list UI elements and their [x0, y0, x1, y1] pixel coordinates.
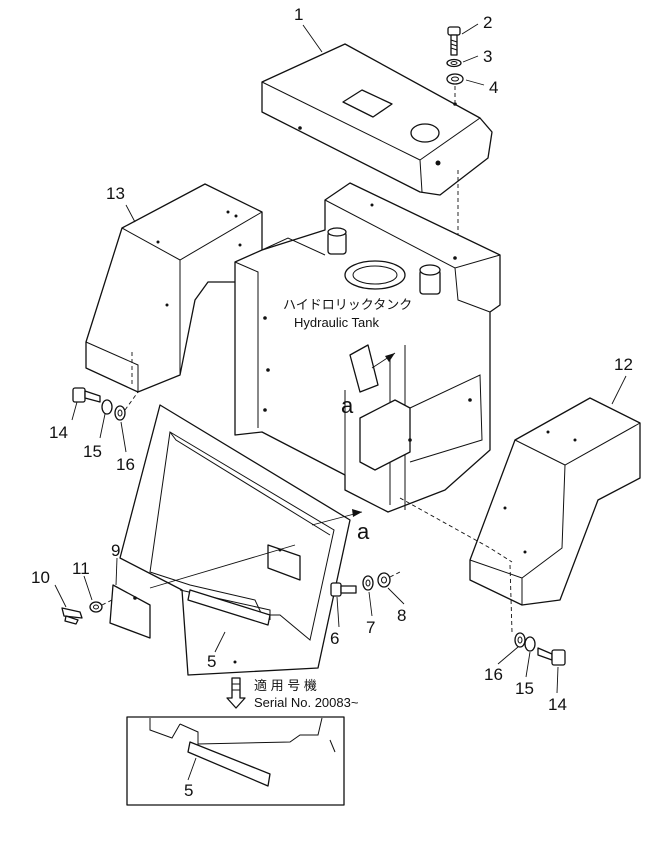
washer-4 — [446, 73, 464, 85]
serial-arrow — [226, 677, 246, 709]
callout-12: 12 — [614, 355, 633, 374]
tank-label-en: Hydraulic Tank — [294, 315, 380, 330]
right-side-cover — [469, 397, 641, 606]
washer-3 — [446, 58, 462, 68]
washer-16-left — [114, 405, 126, 421]
left-side-cover — [85, 183, 263, 393]
serial-label-jp: 適 用 号 機 — [254, 678, 317, 693]
callout-16-right: 16 — [484, 665, 503, 684]
bolt-6 — [330, 582, 357, 597]
text-labels: ハイドロリックタンク Hydraulic Tank a a 適 用 号 機 Se… — [254, 297, 412, 710]
callout-13: 13 — [106, 184, 125, 203]
callout-14-left: 14 — [49, 423, 68, 442]
hydraulic-tank — [234, 182, 501, 513]
callout-15-right: 15 — [515, 679, 534, 698]
bolt-14-left — [72, 387, 101, 403]
inset-panel — [126, 716, 345, 806]
callout-15-left: 15 — [83, 442, 102, 461]
leader-lines — [54, 23, 627, 781]
callout-14-right: 14 — [548, 695, 567, 714]
washer-15-left — [101, 399, 113, 415]
washer-7 — [362, 575, 374, 591]
callout-3: 3 — [483, 47, 492, 66]
callout-5: 5 — [207, 652, 216, 671]
serial-label-en: Serial No. 20083~ — [254, 695, 359, 710]
callout-5-inset: 5 — [184, 781, 193, 800]
lower-panel — [119, 404, 351, 676]
washer-16-right — [514, 632, 526, 648]
top-bolt — [447, 26, 461, 56]
washer-11 — [89, 601, 103, 613]
small-cover-plate — [109, 584, 151, 639]
callout-10: 10 — [31, 568, 50, 587]
callout-2: 2 — [483, 13, 492, 32]
callout-numbers: 1 2 3 4 13 12 14 15 16 9 10 11 5 6 7 8 1… — [31, 5, 633, 800]
view-a-label-1: a — [341, 393, 354, 418]
washer-15-right — [524, 636, 536, 652]
top-cover — [261, 43, 493, 196]
callout-9: 9 — [111, 541, 120, 560]
tank-label-jp: ハイドロリックタンク — [283, 297, 412, 312]
callout-11: 11 — [72, 559, 90, 578]
view-a-label-2: a — [357, 519, 370, 544]
screw-10 — [61, 607, 83, 625]
bolt-14-right — [537, 647, 566, 666]
callout-1: 1 — [294, 5, 303, 24]
callout-7: 7 — [366, 618, 375, 637]
callout-4: 4 — [489, 78, 498, 97]
callout-6: 6 — [330, 629, 339, 648]
callout-16-left: 16 — [116, 455, 135, 474]
callout-8: 8 — [397, 606, 406, 625]
washer-8 — [377, 572, 391, 588]
